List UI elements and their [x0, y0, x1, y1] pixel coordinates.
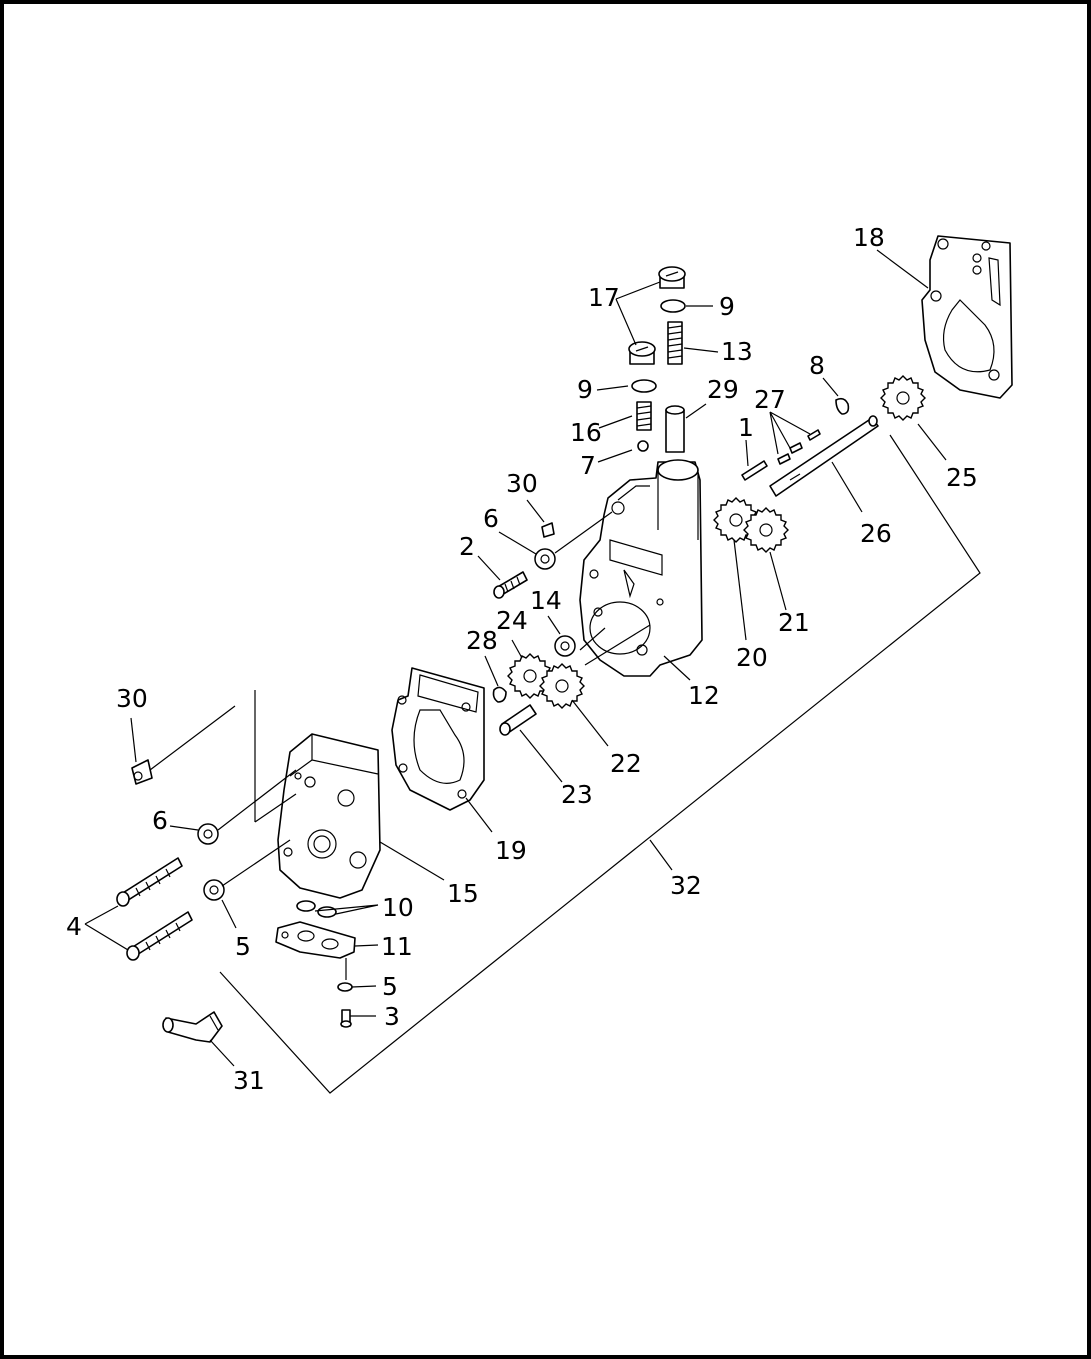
callout-1: 1: [738, 413, 754, 442]
shaft-keys-part: [777, 429, 821, 465]
clip-28-part: [492, 686, 507, 703]
callout-15: 15: [447, 879, 479, 908]
assembly-bracket-line: [219, 434, 981, 1094]
washer-5-small: [337, 982, 353, 992]
callout-22: 22: [610, 749, 642, 778]
guide-line-washer-5: [221, 839, 291, 887]
callout-3: 3: [384, 1002, 400, 1031]
callout-6-left: 6: [152, 806, 168, 835]
callout-7: 7: [580, 451, 596, 480]
guide-line-middle: [579, 624, 651, 666]
callout-9-second: 9: [577, 375, 593, 404]
plug-30-top-part: [541, 522, 555, 538]
pump-body-part: [579, 459, 703, 677]
callout-27: 27: [754, 385, 786, 414]
callout-9-top: 9: [719, 292, 735, 321]
screw-4-upper-part: [116, 857, 183, 907]
check-ball-part: [637, 440, 649, 452]
pin-23-part: [499, 704, 537, 736]
o-ring-top-part: [660, 299, 686, 313]
callout-19: 19: [495, 836, 527, 865]
gear-21: [743, 507, 789, 553]
sleeve-29-part: [665, 405, 685, 453]
guide-line-left: [149, 690, 297, 823]
callout-5-left: 5: [235, 932, 251, 961]
second-plug-screw-part: [628, 341, 656, 365]
gear-22: [539, 663, 585, 709]
screw-2-part: [493, 571, 528, 599]
callout-30-top: 30: [506, 469, 538, 498]
pump-cover-part: [277, 733, 381, 899]
gasket-19-part: [391, 667, 485, 811]
fitting-plate-part: [275, 921, 356, 959]
washer-14: [554, 635, 576, 657]
callout-6-top: 6: [483, 504, 499, 533]
top-plug-screw-part: [658, 266, 686, 289]
retaining-clip-part: [835, 397, 850, 415]
spring-16-part: [636, 401, 652, 431]
callout-12: 12: [688, 681, 720, 710]
washer-6-left: [197, 823, 219, 845]
callout-25: 25: [946, 463, 978, 492]
callout-31: 31: [233, 1066, 265, 1095]
guide-line-top: [554, 511, 613, 554]
callout-30-left: 30: [116, 684, 148, 713]
drive-gear-25: [880, 375, 926, 421]
o-ring-10-a: [296, 900, 316, 912]
guide-line-washer: [217, 769, 297, 831]
callout-10: 10: [382, 893, 414, 922]
callout-11: 11: [381, 932, 413, 961]
pin-1-part: [741, 460, 768, 481]
drive-shaft-part: [769, 415, 879, 497]
o-ring-10-b: [317, 906, 337, 918]
callout-23: 23: [561, 780, 593, 809]
callout-2: 2: [459, 532, 475, 561]
plug-30-left-part: [131, 759, 153, 785]
screw-3-part: [340, 1009, 352, 1028]
callout-8: 8: [809, 351, 825, 380]
callout-24: 24: [496, 606, 528, 635]
callout-20: 20: [736, 643, 768, 672]
washer-5-left: [203, 879, 225, 901]
callout-5-small: 5: [382, 972, 398, 1001]
screw-4-lower-part: [126, 911, 193, 961]
washer-6-top: [534, 548, 556, 570]
spring-13-part: [667, 321, 683, 365]
callout-21: 21: [778, 608, 810, 637]
callout-14: 14: [530, 586, 562, 615]
callout-labels: 18 17 9 13 9 29 8 27 16 1 7 25 30 6 26 2…: [66, 223, 978, 1095]
callout-13: 13: [721, 337, 753, 366]
elbow-fitting-part: [162, 1011, 223, 1043]
callout-16: 16: [570, 418, 602, 447]
callout-32: 32: [670, 871, 702, 900]
cover-gasket-part: [921, 235, 1013, 399]
o-ring-second-part: [631, 379, 657, 393]
callout-29: 29: [707, 375, 739, 404]
callout-18: 18: [853, 223, 885, 252]
callout-17: 17: [588, 283, 620, 312]
callout-26: 26: [860, 519, 892, 548]
callout-28: 28: [466, 626, 498, 655]
callout-4: 4: [66, 912, 82, 941]
leader-lines: [84, 249, 947, 1067]
